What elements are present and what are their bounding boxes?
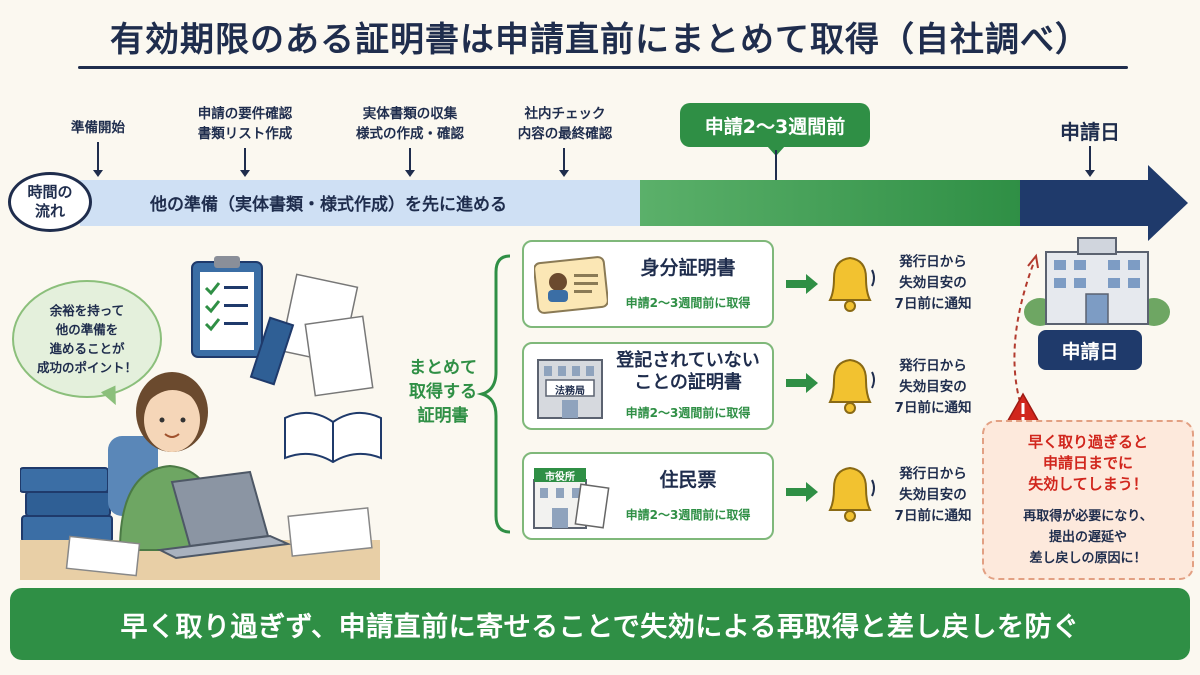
page-title: 有効期限のある証明書は申請直前にまとめて取得（自社調べ） [110, 20, 1090, 60]
notice-text: 発行日から 失効目安の 7日前に通知 [894, 254, 972, 312]
stage-tick-arrow [559, 170, 569, 177]
stage-label-start: 準備開始 [71, 120, 125, 136]
tag-tick [775, 150, 777, 180]
application-day-tick-arrow [1085, 170, 1095, 177]
stage-tick [563, 148, 565, 172]
warning-main-text: 早く取り過ぎると 申請日までに 失効してしまう！ [1027, 433, 1148, 493]
warning-box: 早く取り過ぎると 申請日までに 失効してしまう！ 再取得が必要になり、 提出の遅… [982, 420, 1194, 580]
bell-icon [828, 358, 875, 414]
card-subtitle: 申請2〜3週間前に取得 [625, 296, 751, 310]
card-title: 身分証明書 [640, 257, 736, 279]
two-three-weeks-tag: 申請2〜3週間前 [680, 103, 870, 147]
arrow-right-icon [806, 373, 818, 393]
group-label: まとめて 取得する 証明書 [409, 358, 477, 426]
stage-label-requirements: 申請の要件確認 書類リスト作成 [197, 106, 293, 142]
stage-tick-arrow [240, 170, 250, 177]
warning-sub-text: 再取得が必要になり、 提出の遅延や 差し戻しの原因に！ [1023, 509, 1153, 566]
notice-text: 発行日から 失効目安の 7日前に通知 [894, 358, 972, 416]
timeline-band-prep [80, 180, 640, 226]
desk-papers-icon [287, 507, 373, 557]
speech-bubble: 余裕を持って 他の準備を 進めることが 成功のポイント！ [12, 280, 162, 398]
legal-affairs-building-icon [537, 359, 603, 419]
timeline-band-application [1020, 180, 1150, 226]
card-id-certificate: 身分証明書 申請2〜3週間前に取得 [522, 240, 774, 328]
dashed-arrow [1013, 253, 1039, 403]
stage-label-collection: 実体書類の収集 様式の作成・確認 [356, 106, 464, 142]
building-sign: 市役所 [545, 472, 575, 483]
working-person-illustration [20, 256, 382, 580]
card-non-registration-certificate: 法務局 登記されていない ことの証明書 申請2〜3週間前に取得 [522, 342, 774, 430]
time-flow-label: 時間の流れ [8, 172, 92, 232]
timeline-band-text: 他の準備（実体書類・様式作成）を先に進める [150, 195, 507, 215]
papers-icon [249, 273, 374, 397]
book-stack-icon [20, 467, 113, 543]
application-day-label: 申請日 [1060, 120, 1120, 144]
group-brace [476, 254, 511, 534]
id-card-icon [534, 256, 608, 314]
card-subtitle: 申請2〜3週間前に取得 [625, 406, 751, 420]
open-book-icon [284, 411, 382, 464]
bell-icon [828, 466, 875, 522]
stage-tick-arrow [405, 170, 415, 177]
application-day-tick [1089, 146, 1091, 172]
clipboard-icon [191, 256, 263, 358]
arrow-right-icon [806, 482, 818, 502]
card-subtitle: 申請2〜3週間前に取得 [625, 508, 751, 522]
card-resident-record: 市役所 住民票 申請2〜3週間前に取得 [522, 452, 774, 540]
city-hall-icon [533, 468, 610, 529]
stage-tick-arrow [93, 170, 103, 177]
title-underline [78, 66, 1128, 69]
timeline-arrow-head [1148, 165, 1188, 241]
stage-label-internal-check: 社内チェック 内容の最終確認 [517, 106, 613, 142]
arrow-right-icon [786, 488, 806, 496]
arrow-right-icon [786, 280, 806, 288]
office-building-icon [1024, 237, 1170, 326]
bell-icon [828, 256, 875, 312]
stage-tick [409, 148, 411, 172]
bottom-banner: 早く取り過ぎず、申請直前に寄せることで失効による再取得と差し戻しを防ぐ [10, 588, 1190, 660]
desk-papers-icon [65, 535, 141, 577]
application-day-badge: 申請日 [1038, 330, 1142, 370]
building-sign: 法務局 [555, 386, 585, 397]
timeline-band-acquire [640, 180, 1020, 226]
card-title: 住民票 [659, 469, 717, 491]
notice-text: 発行日から 失効目安の 7日前に通知 [894, 466, 972, 524]
arrow-right-icon [786, 379, 806, 387]
arrow-right-icon [806, 274, 818, 294]
stage-tick [244, 148, 246, 172]
laptop-icon [156, 470, 292, 560]
stage-tick [97, 142, 99, 172]
card-title: 登記されていない ことの証明書 [616, 350, 760, 393]
